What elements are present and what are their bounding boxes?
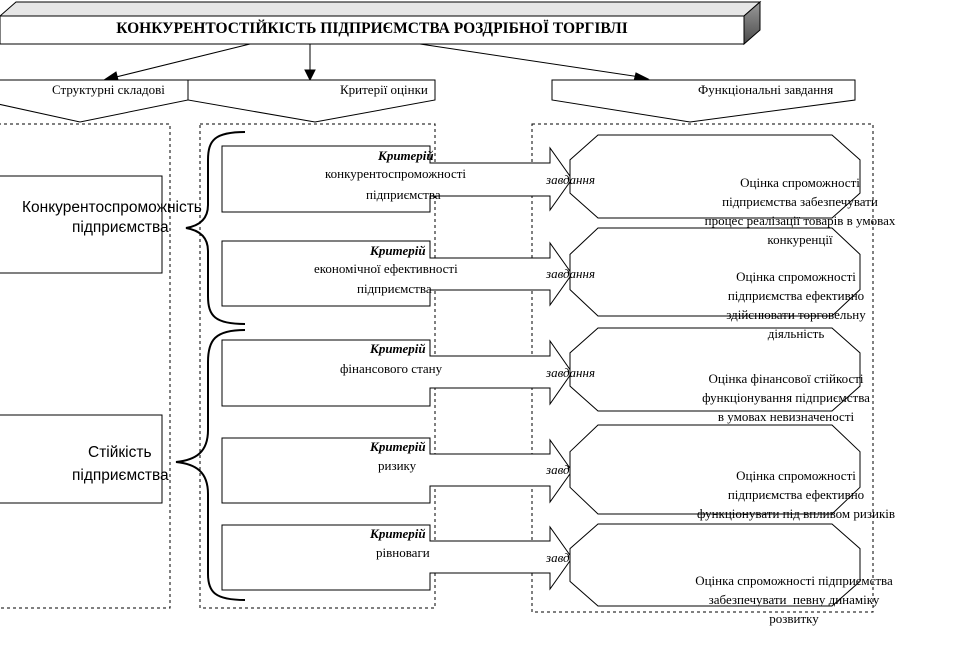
criterion-5-line1: рівноваги <box>376 545 430 560</box>
criterion-1-bold: Критерій <box>378 148 434 163</box>
criterion-3-line1: фінансового стану <box>340 361 443 376</box>
header-structural: Структурні складові <box>52 82 165 97</box>
arrow-label-4: завд <box>546 462 570 477</box>
criterion-1-line2: підприємства <box>366 187 441 202</box>
task-octagon-1 <box>569 134 861 219</box>
task-octagons <box>569 134 861 607</box>
header-shapes <box>0 79 856 123</box>
criterion-arrow-2 <box>221 240 573 307</box>
component-2-line1: Стійкість <box>88 444 152 461</box>
criterion-2-line1: економічної ефективності <box>314 261 458 276</box>
criterion-5-bold: Критерій <box>370 526 426 541</box>
diagram-canvas: КОНКУРЕНТОСТІЙКІСТЬ ПІДПРИЄМСТВА РОЗДРІБ… <box>0 0 896 626</box>
component-boxes <box>0 175 163 504</box>
header-criteria: Критерії оцінки <box>340 82 428 97</box>
criterion-3-bold: Критерій <box>370 341 426 356</box>
task-octagon-4 <box>569 424 861 515</box>
component-1-line2: підприємства <box>72 219 169 236</box>
criterion-2-line2: підприємства <box>357 281 432 296</box>
arrow-label-5: завд <box>546 550 570 565</box>
task-octagon-5 <box>569 523 861 607</box>
diagram-drawing <box>0 0 874 613</box>
title-arrows <box>102 43 650 82</box>
criterion-arrow-3 <box>221 339 573 407</box>
criterion-arrow-1 <box>221 145 573 213</box>
braces <box>175 131 246 601</box>
criterion-4-line1: ризику <box>378 458 417 473</box>
criterion-1-line1: конкурентоспроможності <box>325 166 467 181</box>
arrow-label-1: завдання <box>546 172 595 187</box>
criteria-arrows <box>221 145 573 591</box>
criterion-arrow-5 <box>221 524 573 591</box>
task-octagon-3 <box>569 327 861 412</box>
criterion-arrow-4 <box>221 437 573 504</box>
task-octagon-2 <box>569 227 861 317</box>
title-box <box>0 0 762 46</box>
criterion-4-bold: Критерій <box>370 439 426 454</box>
diagram-title: КОНКУРЕНТОСТІЙКІСТЬ ПІДПРИЄМСТВА РОЗДРІБ… <box>116 20 628 37</box>
component-1-line1: Конкурентоспроможність <box>22 199 202 216</box>
arrow-label-3: завдання <box>546 365 595 380</box>
header-functional: Функціональні завдання <box>698 82 834 97</box>
arrow-label-2: завдання <box>546 266 595 281</box>
criterion-2-bold: Критерій <box>370 243 426 258</box>
component-2-line2: підприємства <box>72 467 169 484</box>
